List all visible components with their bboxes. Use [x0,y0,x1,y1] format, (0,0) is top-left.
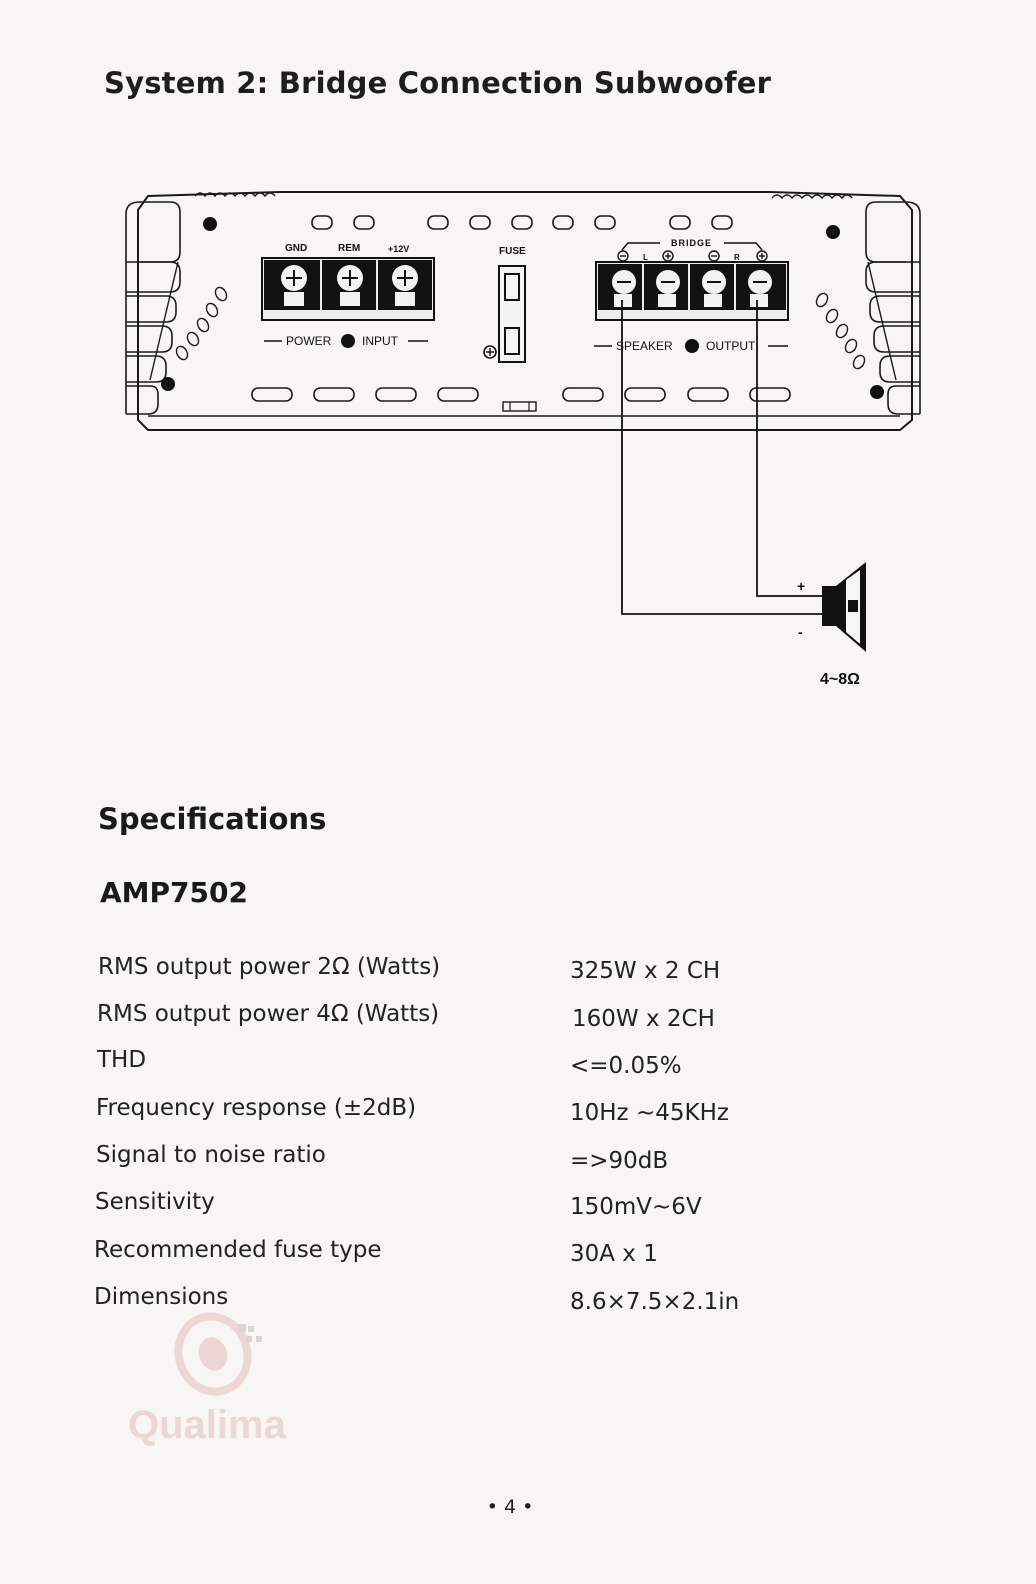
heatsink-wave-left [194,192,276,198]
model-name: AMP7502 [100,876,248,909]
spec-row: Sensitivity 150mV~6V [0,1189,1036,1229]
spec-label: Frequency response (±2dB) [96,1095,417,1121]
speaker-terminal-block [595,261,789,321]
spec-row: Signal to noise ratio =>90dB [0,1142,1036,1182]
spec-value: 160W x 2CH [572,1006,715,1032]
left-indicator-rings [175,286,228,361]
bridge-right-label: R [734,253,740,262]
spec-label: Recommended fuse type [94,1237,382,1263]
spec-row: Frequency response (±2dB) 10Hz ~45KHz [0,1095,1036,1135]
bridge-label: BRIDGE [671,238,712,248]
bridge-wires [621,300,822,615]
spec-row: THD <=0.05% [0,1047,1036,1087]
spec-label: THD [97,1047,147,1073]
left-heatsink-fins [125,201,181,415]
spec-row: RMS output power 2Ω (Watts) 325W x 2 CH [0,954,1036,994]
output-label: OUTPUT [706,339,756,353]
heatsink-wave-right [771,194,853,200]
plus12v-label: +12V [388,244,409,254]
specifications-title: Specifications [98,802,327,836]
spec-value: 10Hz ~45KHz [570,1100,729,1126]
impedance-label: 4~8Ω [820,671,860,688]
spec-row: RMS output power 4Ω (Watts) 160W x 2CH [0,1001,1036,1041]
mounting-screws [161,217,884,399]
spec-value: 150mV~6V [570,1194,702,1220]
page-number: • 4 • [486,1496,534,1518]
spec-label: Sensitivity [95,1189,215,1215]
rem-label: REM [338,243,360,254]
spec-value: =>90dB [570,1148,669,1174]
bridge-terminal-marks [617,250,768,262]
speaker-minus-label: - [798,624,803,640]
right-indicator-rings [815,292,866,370]
spec-value: 8.6×7.5×2.1in [570,1289,740,1315]
speaker-label: SPEAKER [616,339,673,353]
bridge-left-label: L [643,253,648,262]
spec-value: 30A x 1 [570,1241,658,1267]
speaker-output-dot [685,339,699,353]
bridge-bracket [621,242,763,251]
gnd-label: GND [285,243,307,254]
amplifier-body [137,191,913,431]
power-terminal-block [261,257,435,321]
right-heatsink-fins [865,201,921,415]
watermark-text: Qualima [128,1403,287,1447]
bottom-vent-slots [251,387,791,412]
system-title: System 2: Bridge Connection Subwoofer [104,66,772,100]
fuse-label: FUSE [499,246,526,257]
spec-label: Dimensions [94,1284,229,1310]
spec-label: Signal to noise ratio [96,1142,326,1168]
input-label: INPUT [362,334,399,348]
bridge-connection-diagram: GND REM +12V FUSE BRIDGE L R POWER INPUT… [125,191,921,688]
fuse-holder [483,265,526,363]
spec-row: Dimensions 8.6×7.5×2.1in [0,1284,1036,1324]
spec-value: <=0.05% [570,1053,682,1079]
subwoofer-icon [822,562,866,652]
speaker-plus-label: + [797,578,805,594]
watermark-logo: Qualima [128,1312,287,1447]
spec-value: 325W x 2 CH [570,958,721,984]
top-vent-slots [311,215,733,230]
spec-label: RMS output power 4Ω (Watts) [97,1001,440,1027]
spec-label: RMS output power 2Ω (Watts) [98,954,441,980]
power-input-dot [341,334,355,348]
spec-row: Recommended fuse type 30A x 1 [0,1237,1036,1277]
power-label: POWER [286,334,332,348]
